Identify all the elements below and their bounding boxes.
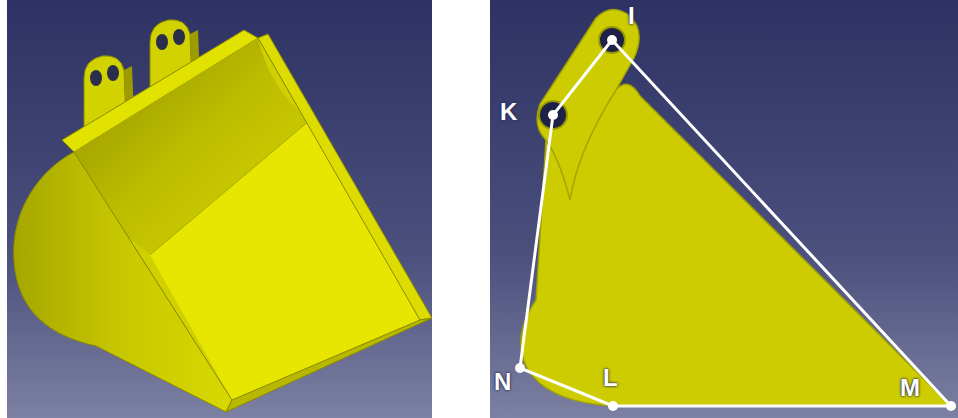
linkage-lines [520,40,951,406]
point-label: K [500,100,517,124]
bucket-side-view [515,9,956,411]
point-label: L [603,366,618,390]
right-panel [490,0,958,418]
point-label: I [628,4,635,28]
bucket-3d [14,20,432,412]
left-panel [7,0,432,418]
point-label: M [900,376,920,400]
point-label: N [494,370,511,394]
